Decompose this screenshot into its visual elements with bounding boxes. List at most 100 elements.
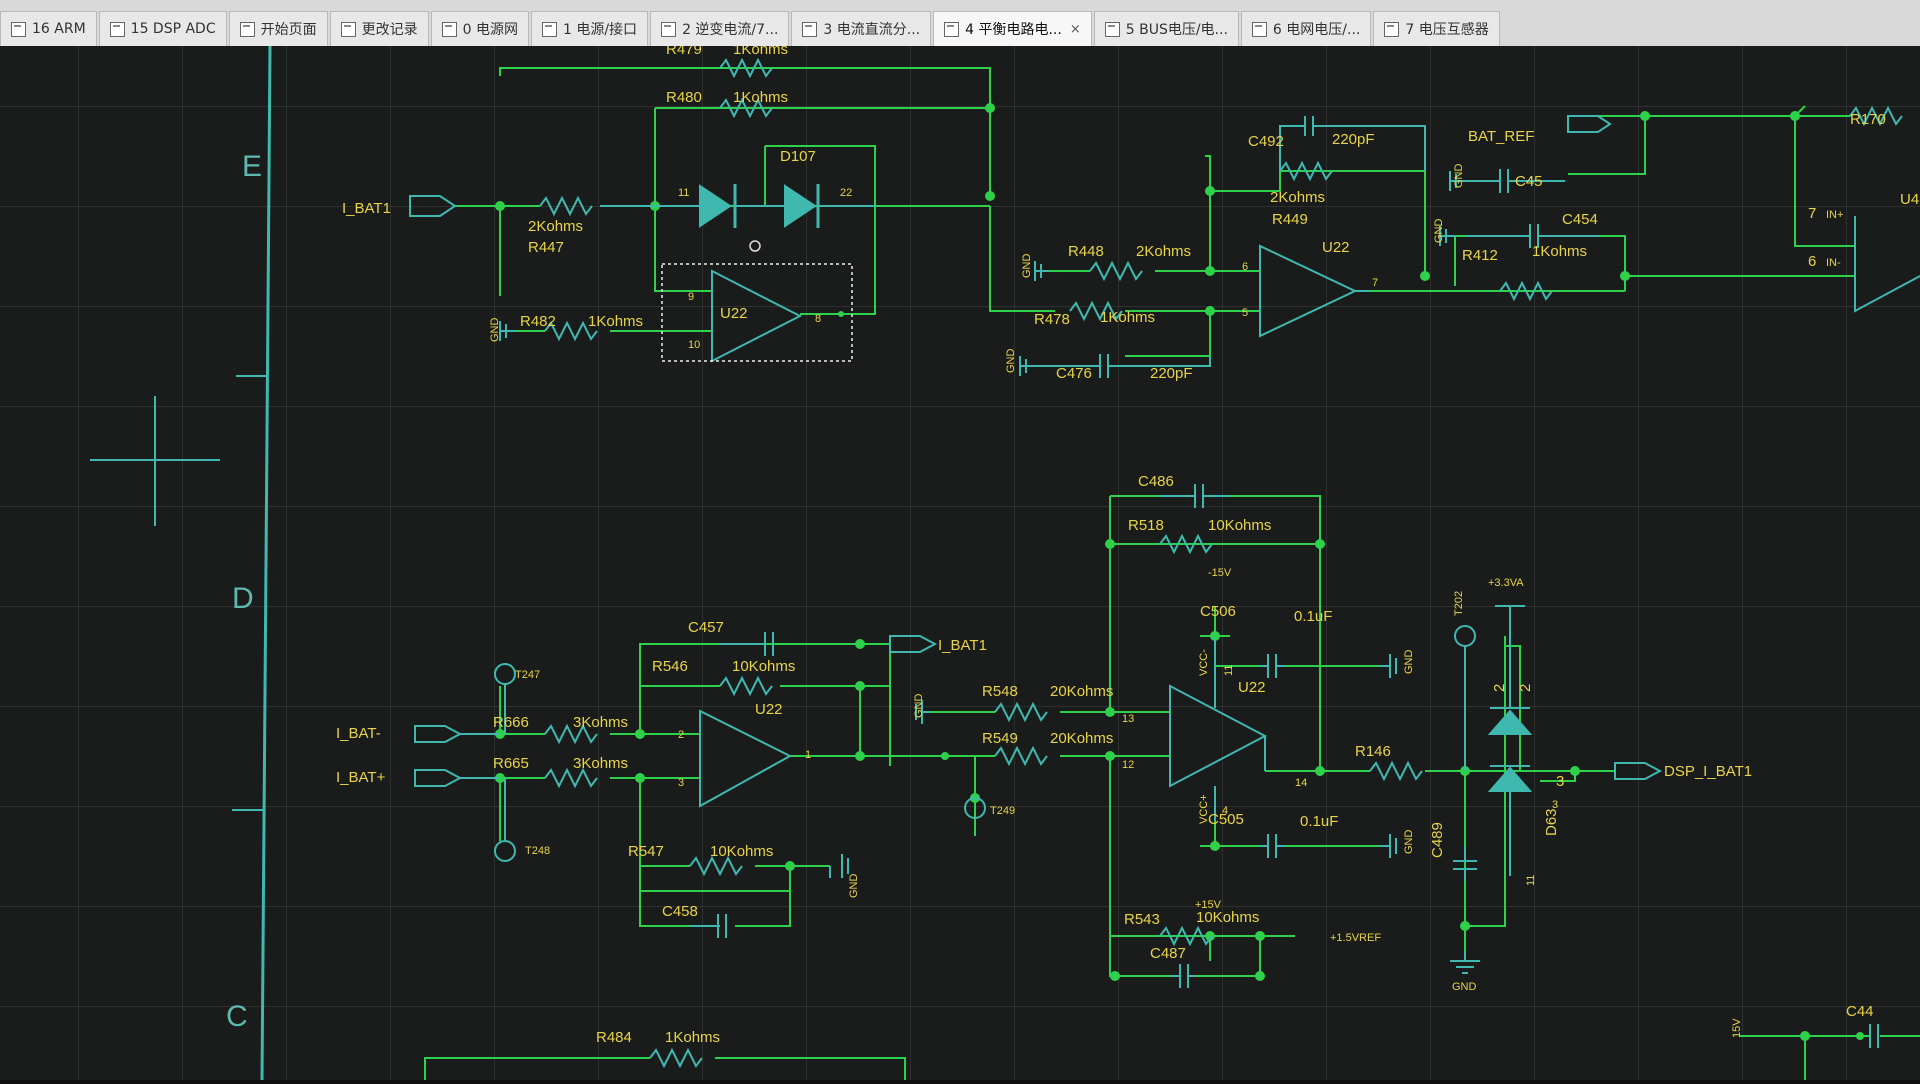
zone-label-c: C	[226, 1000, 248, 1033]
label-c454: C454	[1562, 211, 1598, 228]
testpoint-t249	[964, 797, 986, 819]
port-ibat1-top	[409, 195, 457, 217]
sheet-icon	[541, 21, 557, 37]
tab-7[interactable]: 3 电流直流分...	[791, 11, 932, 46]
label-c486: C486	[1138, 473, 1174, 490]
tab-8[interactable]: 4 平衡电路电... ×	[933, 11, 1092, 46]
tab-5[interactable]: 1 电源/接口	[530, 11, 649, 46]
label-gnd: GND	[848, 874, 860, 899]
capacitor-c476	[1035, 354, 1211, 378]
schematic-canvas[interactable]: E D C	[0, 41, 1920, 1081]
tab-4[interactable]: 0 电源网	[430, 11, 529, 46]
capacitor-c492	[1279, 116, 1426, 171]
diode-d63-top	[1487, 709, 1533, 735]
resistor-r666	[544, 723, 598, 745]
capacitor-c487	[1170, 964, 1195, 988]
junction	[1856, 1032, 1864, 1040]
label-pin14: 14	[1295, 777, 1307, 789]
port-ibat-pos	[414, 769, 463, 787]
label-r546: R546	[652, 658, 688, 675]
resistor-r447	[539, 195, 593, 217]
label-d63: D63	[1543, 808, 1560, 836]
label-u22a: U22	[720, 305, 748, 322]
opamp-u22a	[711, 269, 803, 363]
top-parts	[409, 57, 1920, 378]
label-c492: C492	[1248, 133, 1284, 150]
label-r665-value: 3Kohms	[573, 755, 628, 772]
capacitor-c506	[1260, 654, 1285, 678]
bottom-parts	[649, 1024, 1879, 1069]
label-t247: T247	[515, 669, 540, 681]
label-c489: C489	[1429, 822, 1446, 858]
resistor-r549	[994, 745, 1048, 767]
label-r549: R549	[982, 730, 1018, 747]
tab-2[interactable]: 开始页面	[228, 11, 328, 46]
label-neg15v: -15V	[1208, 567, 1232, 579]
label-r170: R170	[1850, 111, 1886, 128]
label-u22b-pin6: 6	[1242, 261, 1248, 273]
capacitor-c454	[1465, 224, 1600, 248]
grid-background	[0, 46, 1920, 1080]
label-r518-value: 10Kohms	[1208, 517, 1271, 534]
sheet-icon	[944, 21, 960, 37]
tab-6[interactable]: 2 逆变电流/7...	[650, 11, 790, 46]
label-gnd: GND	[1453, 164, 1465, 189]
capacitor-c457	[720, 632, 774, 656]
label-r484: R484	[596, 1029, 632, 1046]
label-r549-value: 20Kohms	[1050, 730, 1113, 747]
label-r412: R412	[1462, 247, 1498, 264]
label-c457: C457	[688, 619, 724, 636]
top-junctions	[495, 103, 1800, 317]
tab-0[interactable]: 16 ARM	[0, 11, 97, 46]
label-r447-value: 2Kohms	[528, 218, 583, 235]
label-pos15v: +15V	[1195, 899, 1222, 911]
capacitor-c458	[690, 914, 727, 938]
label-3v3: +3.3VA	[1488, 577, 1524, 589]
label-gnd: GND	[1403, 650, 1415, 675]
resistor-r665	[544, 767, 598, 789]
label-r518: R518	[1128, 517, 1164, 534]
label-u22a-pin10: 10	[688, 339, 700, 351]
tab-label: 4 平衡电路电...	[965, 22, 1062, 38]
capacitor-c486	[1160, 484, 1230, 508]
label-d107-pin1: 11	[678, 187, 689, 199]
label-r482: R482	[520, 313, 556, 330]
tab-1[interactable]: 15 DSP ADC	[98, 11, 227, 46]
sheet-icon	[802, 21, 818, 37]
port-ibat1-mid	[889, 635, 938, 653]
label-r480-value: 1Kohms	[733, 89, 788, 106]
label-c458: C458	[662, 903, 698, 920]
label-r666-value: 3Kohms	[573, 714, 628, 731]
tab-label: 2 逆变电流/7...	[682, 22, 779, 38]
label-d107-pin2: 22	[840, 187, 852, 199]
gnd-symbol	[1450, 951, 1480, 974]
tab-label: 3 电流直流分...	[823, 22, 921, 38]
label-d107: D107	[780, 148, 816, 165]
gnd-symbol	[1380, 654, 1397, 678]
label-gnd: GND	[1005, 349, 1017, 374]
tab-10[interactable]: 6 电网电压/...	[1240, 11, 1372, 46]
label-u22b: U22	[1322, 239, 1350, 256]
port-ibat-neg	[414, 725, 463, 743]
label-ibat1-top: I_BAT1	[342, 200, 391, 217]
zone-label-e: E	[242, 150, 262, 183]
label-ibat-neg: I_BAT-	[336, 725, 381, 742]
label-c476: C476	[1056, 365, 1092, 382]
tab-3[interactable]: 更改记录	[329, 11, 429, 46]
label-vcc-minus: VCC-	[1198, 649, 1210, 676]
label-u22b-pin5: 5	[1242, 307, 1248, 319]
label-r449: R449	[1272, 211, 1308, 228]
tab-11[interactable]: 7 电压互感器	[1373, 11, 1500, 46]
tab-close-icon[interactable]: ×	[1069, 21, 1081, 37]
capacitor-c489	[1453, 846, 1477, 881]
label-gnd: GND	[1433, 219, 1445, 244]
resistor-r449	[1279, 160, 1333, 182]
tab-9[interactable]: 5 BUS电压/电...	[1093, 11, 1239, 46]
capacitor-c45	[1465, 169, 1565, 193]
label-u4-pin6: 6	[1808, 253, 1816, 270]
label-u22c-pin3: 3	[678, 777, 684, 789]
label-d63-pin1: 11	[1525, 875, 1537, 886]
mid-junctions	[495, 539, 1580, 981]
label-batref: BAT_REF	[1468, 128, 1534, 145]
